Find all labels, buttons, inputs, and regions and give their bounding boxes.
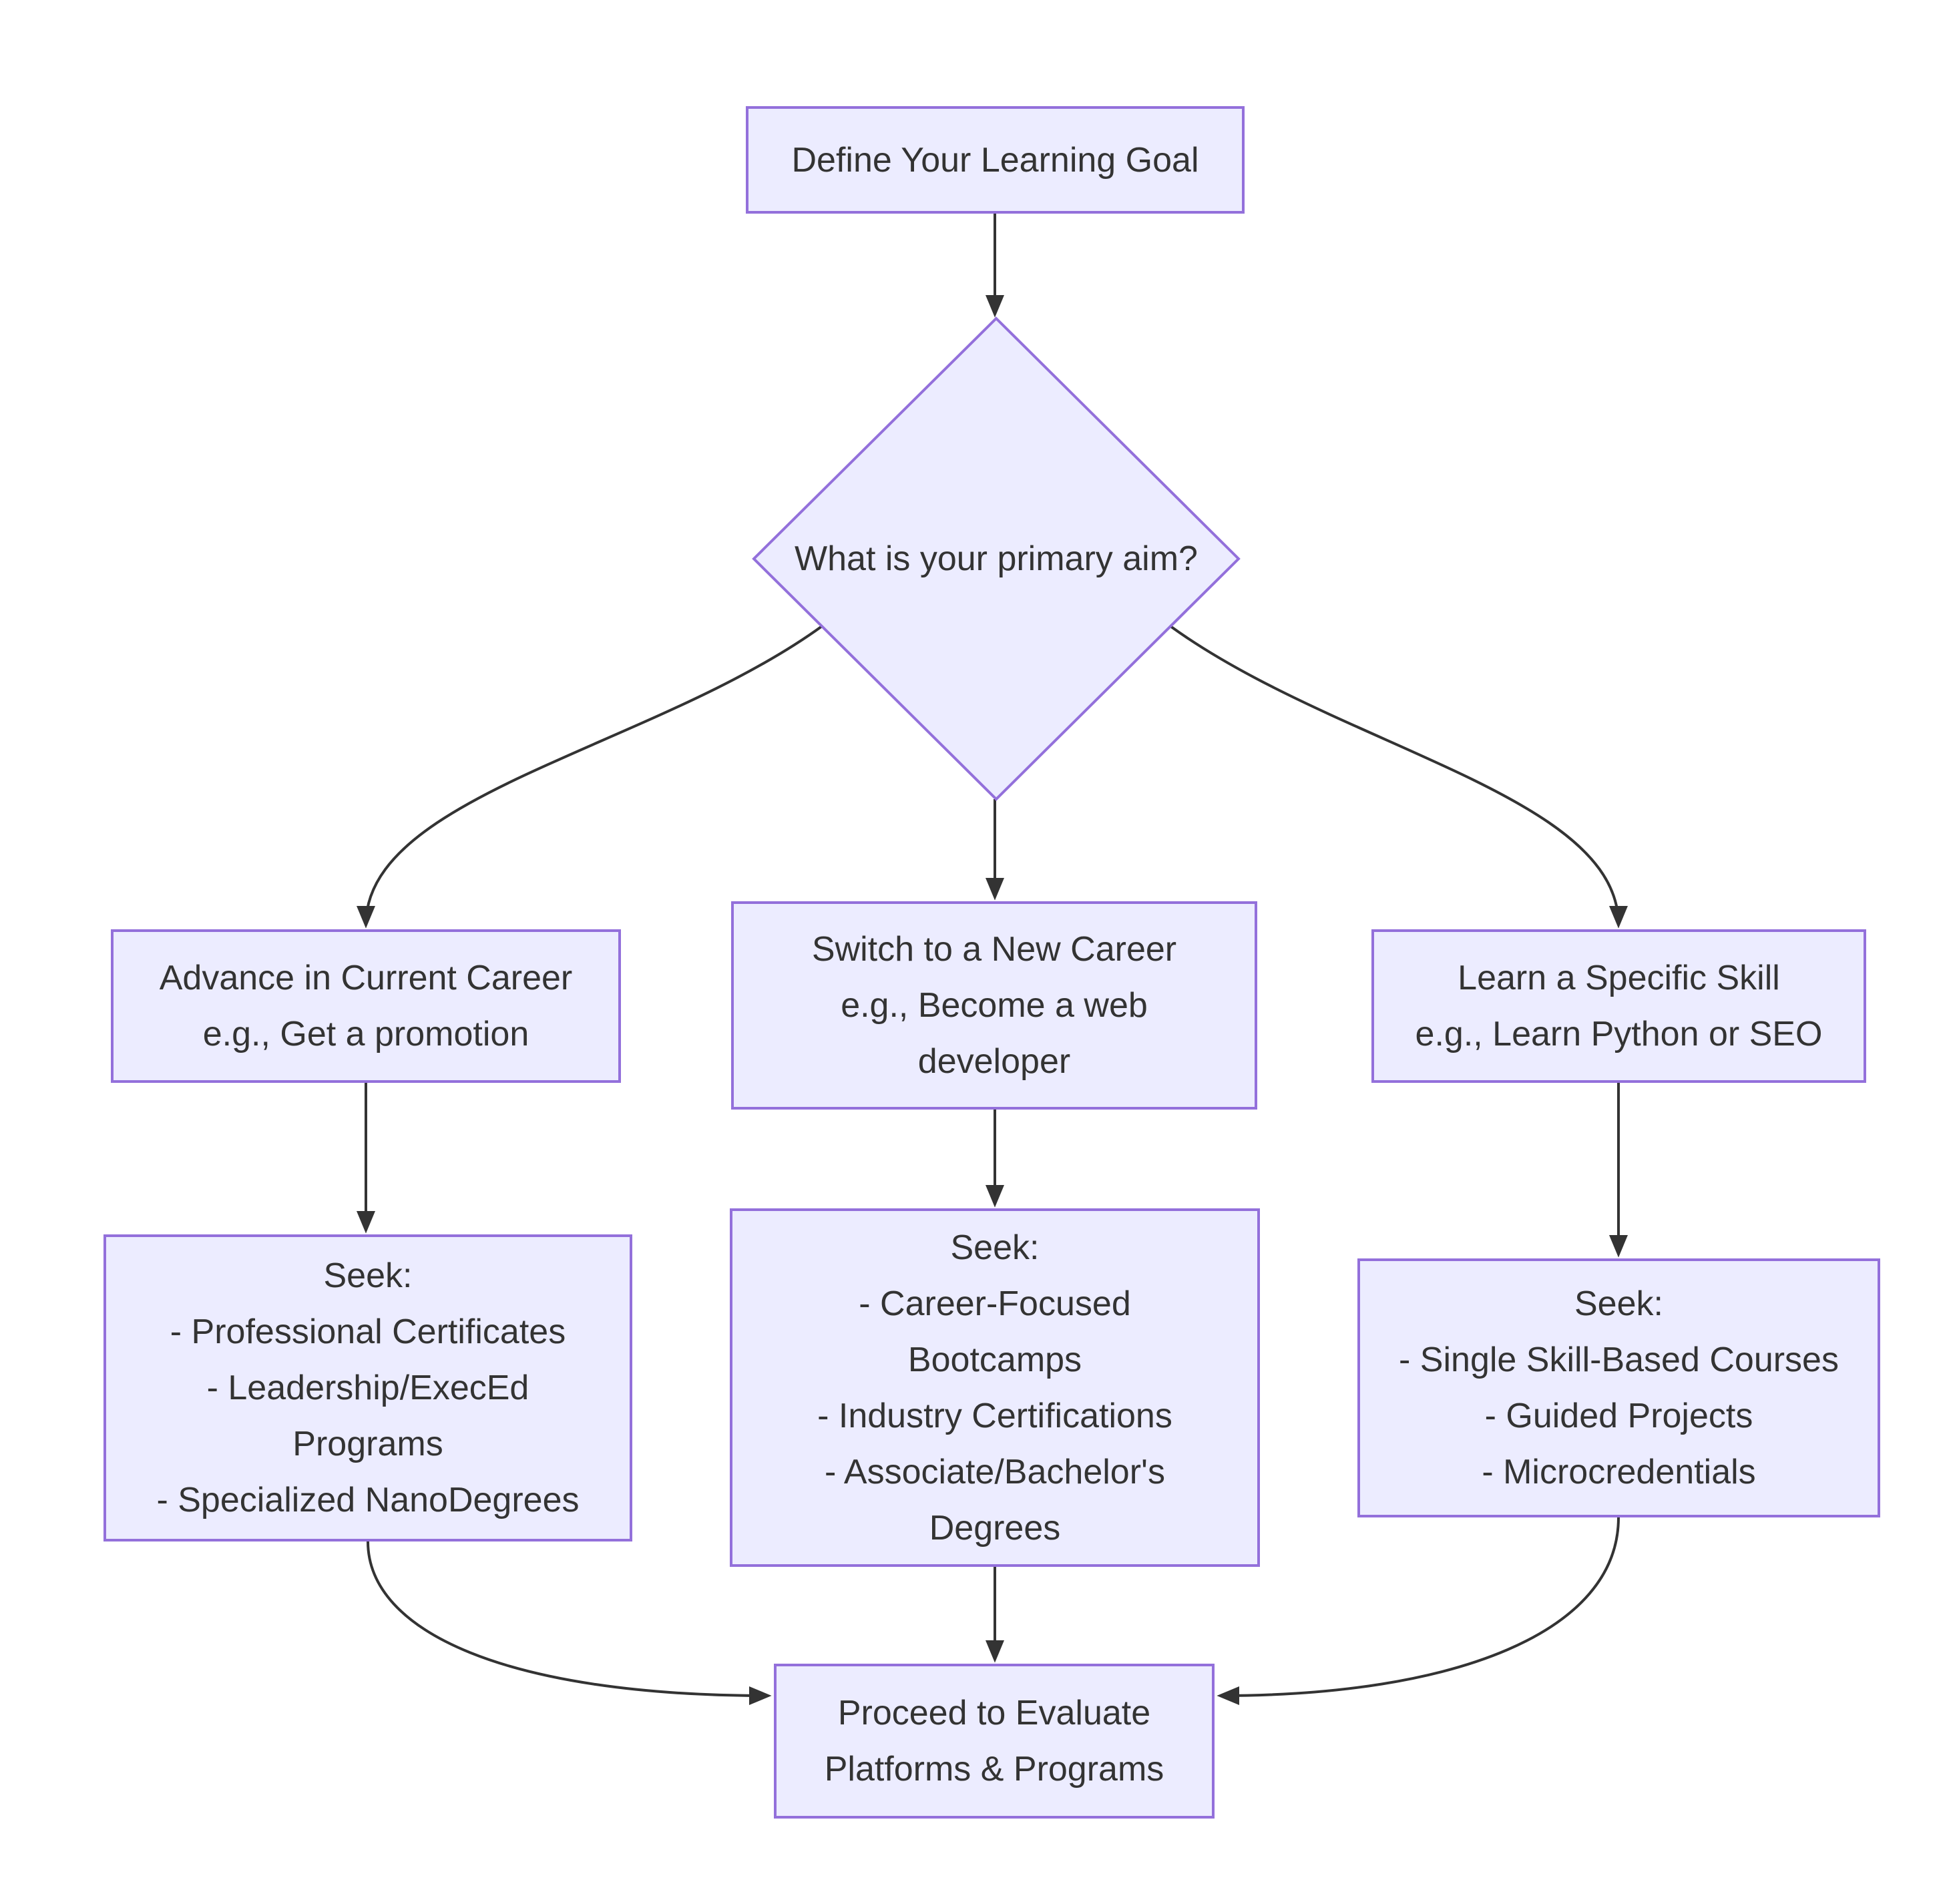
node-proceed-evaluate: Proceed to Evaluate Platforms & Programs xyxy=(774,1664,1215,1819)
node-line: Seek: xyxy=(1574,1284,1663,1323)
node-learn-specific-skill: Learn a Specific Skill e.g., Learn Pytho… xyxy=(1371,929,1866,1083)
node-line: Switch to a New Career xyxy=(811,930,1177,969)
edge-seekskill-to-proceed xyxy=(1217,1517,1620,1705)
node-line: Platforms & Programs xyxy=(824,1750,1164,1789)
node-line: e.g., Become a web xyxy=(841,986,1148,1025)
node-switch-new-career: Switch to a New Career e.g., Become a we… xyxy=(731,901,1257,1110)
node-line: - Microcredentials xyxy=(1482,1453,1756,1491)
node-line: Seek: xyxy=(323,1256,413,1295)
node-line: - Career-Focused xyxy=(859,1284,1131,1323)
node-advance-current-career: Advance in Current Career e.g., Get a pr… xyxy=(111,929,621,1083)
node-define-learning-goal: Define Your Learning Goal xyxy=(746,106,1245,214)
node-seek-skill-options: Seek: - Single Skill-Based Courses - Gui… xyxy=(1357,1258,1880,1517)
node-line: Degrees xyxy=(929,1508,1061,1548)
node-line: - Guided Projects xyxy=(1484,1397,1753,1435)
node-seek-switch-options: Seek: - Career-Focused Bootcamps - Indus… xyxy=(730,1208,1260,1567)
node-line: Define Your Learning Goal xyxy=(791,140,1199,180)
node-line: - Associate/Bachelor's xyxy=(825,1452,1165,1491)
node-line: - Professional Certificates xyxy=(170,1313,566,1351)
node-primary-aim-label: What is your primary aim? xyxy=(754,521,1239,597)
node-line: Bootcamps xyxy=(907,1340,1082,1379)
edge-seekadvance-to-proceed xyxy=(367,1541,772,1705)
node-line: e.g., Get a promotion xyxy=(202,1015,529,1053)
node-line: developer xyxy=(917,1042,1071,1081)
node-line: - Industry Certifications xyxy=(817,1396,1172,1435)
node-line: Proceed to Evaluate xyxy=(837,1694,1151,1732)
node-line: e.g., Learn Python or SEO xyxy=(1415,1015,1823,1053)
node-seek-advance-options: Seek: - Professional Certificates - Lead… xyxy=(103,1234,632,1541)
node-line: Programs xyxy=(292,1425,443,1463)
node-line: Seek: xyxy=(950,1228,1040,1267)
node-line: - Single Skill-Based Courses xyxy=(1399,1341,1839,1379)
edge-aim-to-skill xyxy=(1169,625,1628,929)
node-line: Advance in Current Career xyxy=(159,959,573,997)
edge-aim-to-advance xyxy=(357,625,823,929)
node-line: - Specialized NanoDegrees xyxy=(156,1481,580,1519)
node-line: Learn a Specific Skill xyxy=(1458,959,1780,997)
node-line: What is your primary aim? xyxy=(795,539,1198,578)
node-line: - Leadership/ExecEd xyxy=(206,1369,529,1407)
decision-diamond-shape xyxy=(752,316,1241,801)
